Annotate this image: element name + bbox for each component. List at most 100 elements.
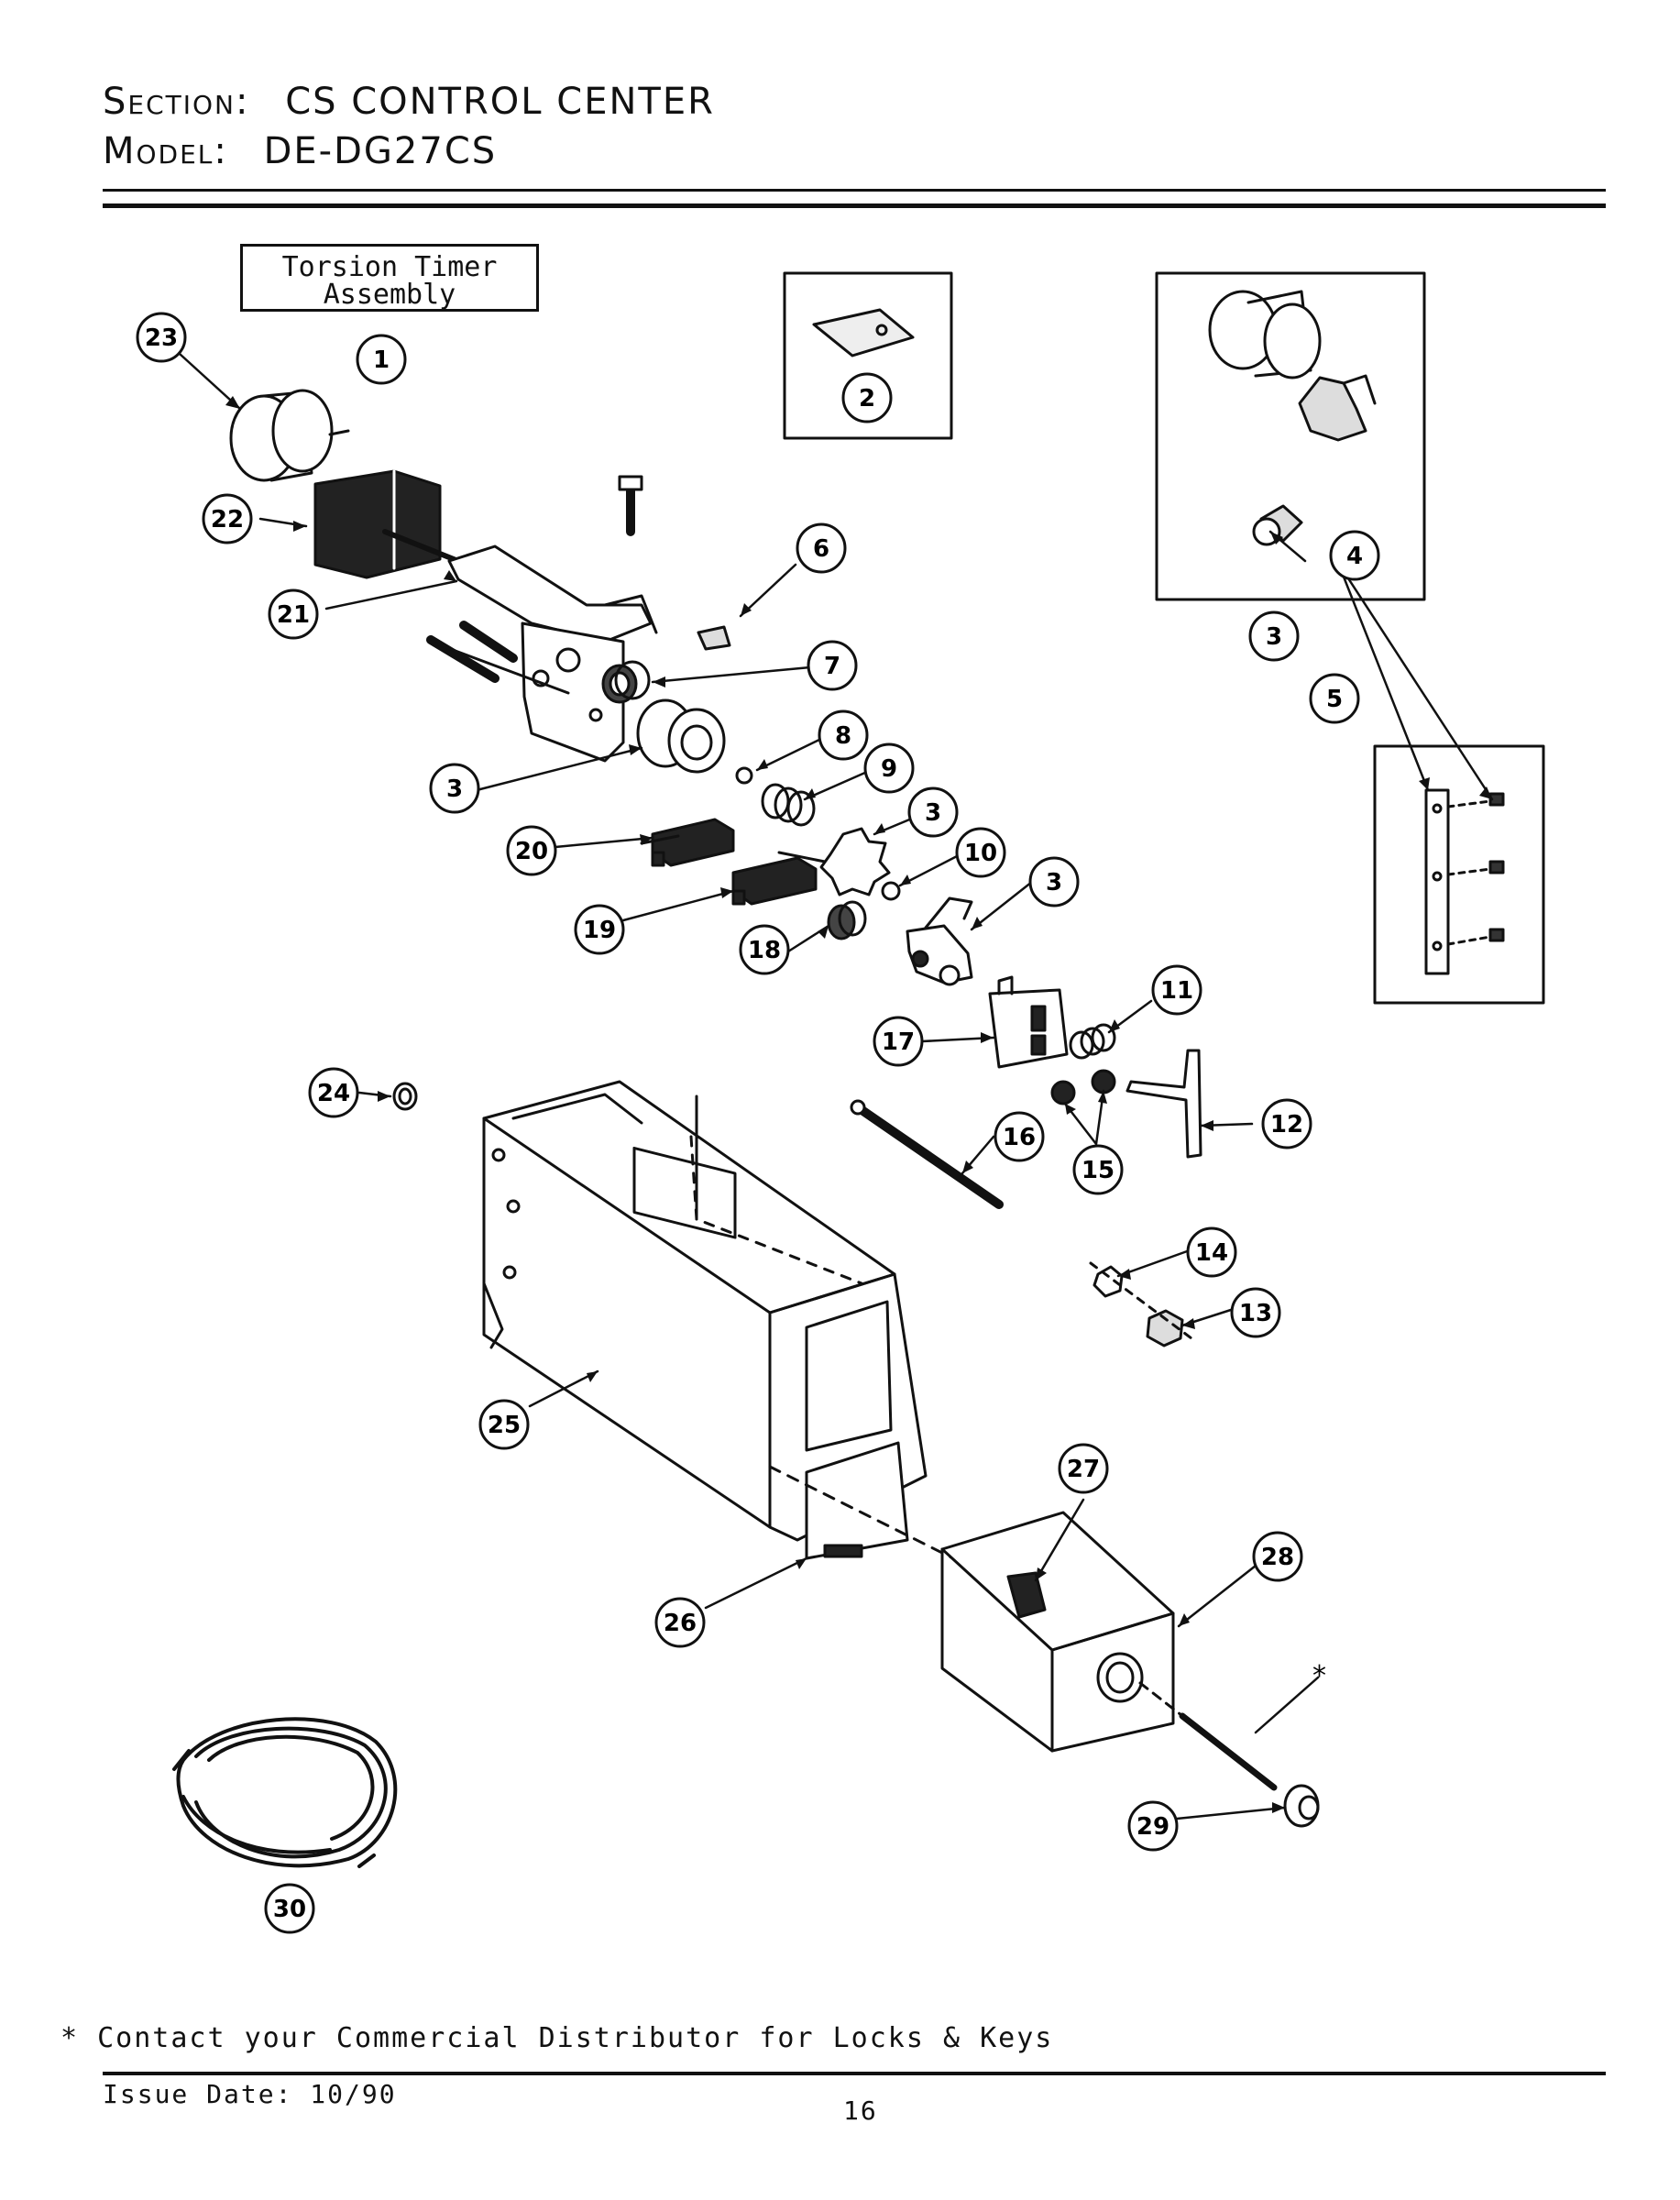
callout-28: 28 [1252, 1531, 1303, 1582]
callout-15: 15 [1072, 1144, 1124, 1195]
part-3-star-cam [819, 827, 891, 896]
callout-27: 27 [1058, 1443, 1109, 1494]
svg-text:7: 7 [824, 653, 840, 680]
svg-text:3: 3 [925, 799, 941, 827]
svg-text:13: 13 [1239, 1300, 1272, 1327]
part-8-retaining-ring [735, 766, 753, 785]
part-30-wire-harness [172, 1717, 398, 1868]
torsion-timer-assembly-box: Torsion Timer Assembly [240, 244, 539, 312]
callout-5: 5 [1309, 673, 1360, 724]
svg-text:2: 2 [859, 385, 875, 412]
callout-16: 16 [994, 1111, 1045, 1162]
svg-text:25: 25 [488, 1412, 521, 1439]
callout-4: 4 [1329, 530, 1380, 581]
callout-3-cam: 3 [429, 763, 480, 814]
svg-text:17: 17 [882, 1028, 915, 1056]
part-25-control-housing [482, 1080, 955, 1560]
part-19-switch [731, 851, 827, 906]
callout-11: 11 [1151, 964, 1202, 1016]
svg-text:30: 30 [273, 1896, 306, 1923]
callout-24: 24 [308, 1067, 359, 1118]
callout-13: 13 [1230, 1287, 1281, 1338]
part-12-lever [1125, 1049, 1202, 1159]
part-18-spring [827, 900, 867, 940]
svg-text:28: 28 [1261, 1544, 1294, 1571]
header-rule-bottom [103, 204, 1606, 208]
inset-box-part-3 [1155, 271, 1426, 601]
footer-rule [103, 2072, 1606, 2075]
svg-text:12: 12 [1270, 1111, 1303, 1138]
svg-text:14: 14 [1195, 1239, 1228, 1267]
part-2-clip [812, 308, 915, 358]
footer-note: * Contact your Commercial Distributor fo… [60, 2022, 1054, 2054]
callout-17: 17 [873, 1016, 924, 1067]
part-14-lockwasher [1093, 1265, 1124, 1298]
section-value: CS CONTROL CENTER [285, 81, 715, 123]
svg-text:24: 24 [317, 1080, 350, 1107]
callout-3-lever: 3 [1028, 856, 1080, 908]
callout-22: 22 [202, 493, 253, 544]
model-header: Model: DE-DG27CS [103, 130, 497, 172]
svg-text:16: 16 [1003, 1124, 1036, 1151]
svg-text:26: 26 [664, 1610, 697, 1637]
callout-26: 26 [654, 1597, 706, 1648]
svg-text:22: 22 [211, 506, 244, 534]
callout-23: 23 [136, 312, 187, 363]
part-5-strip [1424, 788, 1505, 975]
svg-text:10: 10 [964, 840, 997, 867]
callout-8: 8 [818, 710, 869, 761]
part-3-lever [906, 896, 973, 986]
header-rule-top [103, 189, 1606, 192]
svg-text:20: 20 [515, 838, 548, 865]
callout-9: 9 [863, 742, 915, 794]
callout-21: 21 [268, 588, 319, 640]
part-3-inset-detail [1208, 290, 1377, 546]
inset-box-part-5 [1373, 744, 1545, 1005]
callout-25: 25 [478, 1399, 530, 1450]
callout-1: 1 [356, 334, 407, 385]
callout-29: 29 [1127, 1800, 1179, 1852]
section-header: Section: CS CONTROL CENTER [103, 81, 715, 123]
callout-7: 7 [807, 640, 858, 691]
mounting-bolts [426, 475, 643, 695]
svg-text:23: 23 [145, 324, 178, 352]
page-number: 16 [843, 2096, 878, 2126]
callout-3-inset: 3 [1248, 610, 1300, 662]
svg-text:3: 3 [1046, 869, 1062, 896]
svg-text:6: 6 [813, 535, 829, 563]
part-24-grommet [392, 1082, 418, 1111]
part-21-bracket [447, 544, 658, 763]
callout-19: 19 [574, 904, 625, 955]
callout-30: 30 [264, 1883, 315, 1934]
callout-group: 1 2 3 4 5 6 7 3 8 9 3 10 3 11 12 13 14 1… [136, 312, 1380, 1934]
part-13-nut [1146, 1309, 1184, 1348]
part-3-cam [636, 698, 726, 774]
callout-3-star: 3 [907, 786, 959, 838]
callout-6: 6 [796, 522, 847, 574]
part-29-lock-cylinder [1138, 1681, 1320, 1828]
svg-text:27: 27 [1067, 1456, 1100, 1483]
model-label: Model: [103, 130, 228, 172]
svg-text:11: 11 [1160, 977, 1193, 1005]
callout-14: 14 [1186, 1226, 1237, 1278]
svg-text:19: 19 [583, 917, 616, 944]
part-17-bracket [988, 975, 1069, 1069]
part-28-coin-box [940, 1511, 1175, 1753]
svg-text:1: 1 [373, 346, 390, 374]
callout-2: 2 [841, 372, 893, 424]
callout-10: 10 [955, 827, 1006, 878]
part-6-tee-connector [697, 625, 731, 651]
svg-text:18: 18 [748, 937, 781, 964]
svg-text:5: 5 [1326, 686, 1343, 713]
assembly-title-line1: Torsion Timer [281, 251, 498, 283]
callout-20: 20 [506, 825, 557, 876]
svg-text:29: 29 [1136, 1813, 1169, 1841]
model-value: DE-DG27CS [263, 130, 498, 172]
part-16-rod [850, 1099, 1004, 1209]
arrowheads [225, 396, 1492, 1813]
part-22-timer-body [313, 469, 461, 579]
svg-text:8: 8 [835, 722, 851, 750]
callout-18: 18 [739, 924, 790, 975]
part-10-retaining-ring [881, 881, 901, 901]
